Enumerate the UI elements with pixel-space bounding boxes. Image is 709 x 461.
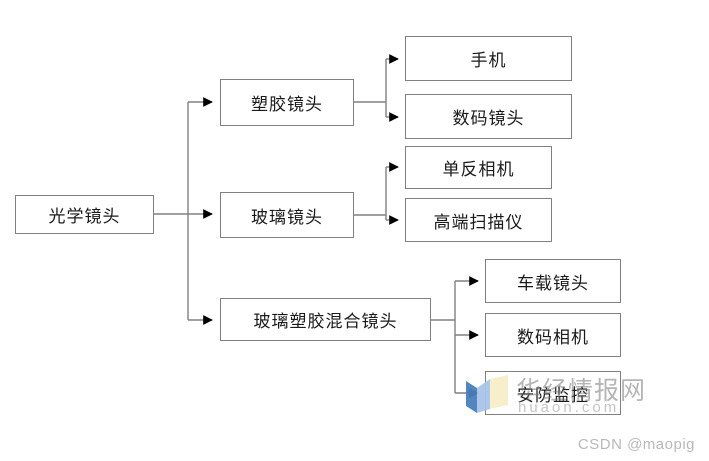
node-dslr-camera-label: 单反相机 <box>442 160 515 179</box>
node-dslr-camera[interactable]: 单反相机 <box>405 146 552 189</box>
node-plastic-lens-label: 塑胶镜头 <box>251 95 323 114</box>
node-digital-camera[interactable]: 数码相机 <box>485 313 621 357</box>
node-high-end-scanner[interactable]: 高端扫描仪 <box>405 198 552 242</box>
node-digital-camera-label: 数码相机 <box>517 327 589 347</box>
node-hybrid-lens-label: 玻璃塑胶混合镜头 <box>253 312 398 331</box>
node-root[interactable]: 光学镜头 <box>15 195 154 234</box>
credit-label: CSDN @maopig <box>577 436 695 453</box>
node-digital-lens-label: 数码镜头 <box>452 109 525 128</box>
node-high-end-scanner-label: 高端扫描仪 <box>433 212 524 232</box>
node-security-monitoring-label: 安防监控 <box>517 385 589 405</box>
node-vehicle-lens[interactable]: 车载镜头 <box>485 259 621 303</box>
node-security-monitoring[interactable]: 安防监控 <box>485 371 621 415</box>
node-glass-lens-label: 玻璃镜头 <box>251 207 323 227</box>
node-phone[interactable]: 手机 <box>405 36 572 81</box>
node-vehicle-lens-label: 车载镜头 <box>517 273 589 293</box>
node-digital-lens[interactable]: 数码镜头 <box>405 94 572 139</box>
node-plastic-lens[interactable]: 塑胶镜头 <box>220 79 354 126</box>
node-phone-label: 手机 <box>470 51 507 70</box>
node-glass-lens[interactable]: 玻璃镜头 <box>220 192 354 238</box>
node-root-label: 光学镜头 <box>48 207 121 226</box>
node-hybrid-lens[interactable]: 玻璃塑胶混合镜头 <box>220 298 431 341</box>
